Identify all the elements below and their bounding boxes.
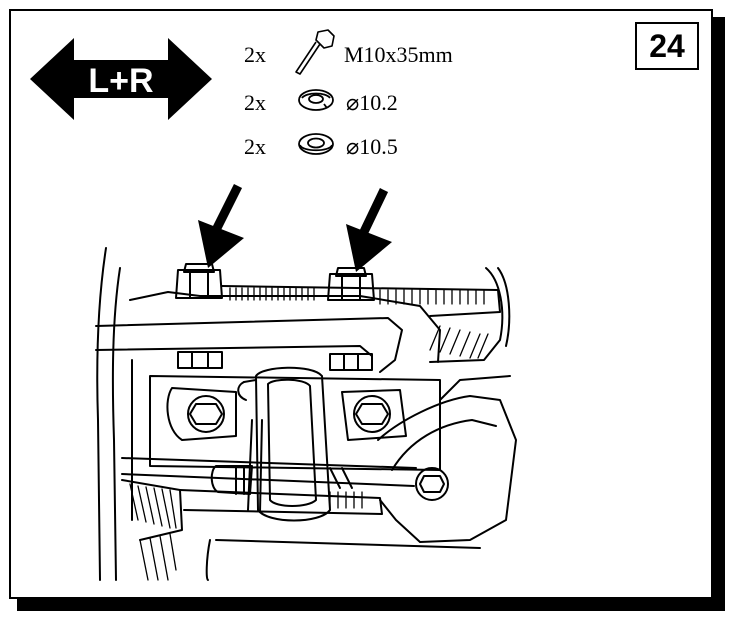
part-qty: 2x <box>244 90 266 115</box>
part-spec: M10x35mm <box>344 42 453 67</box>
double-arrow-icon: L+R <box>30 38 212 120</box>
arrow-right-icon <box>346 188 392 272</box>
flat-washer-icon <box>298 133 334 155</box>
part-spec: ⌀10.2 <box>346 90 398 115</box>
instruction-frame <box>9 9 713 599</box>
bolt-icon <box>295 29 335 75</box>
spring-washer-icon <box>298 89 334 111</box>
step-number: 24 <box>635 22 699 70</box>
part-qty: 2x <box>244 42 266 67</box>
side-badge-label: L+R <box>88 62 153 100</box>
arrow-left-icon <box>198 183 244 268</box>
part-spec: ⌀10.5 <box>346 134 398 159</box>
part-qty: 2x <box>244 134 266 159</box>
